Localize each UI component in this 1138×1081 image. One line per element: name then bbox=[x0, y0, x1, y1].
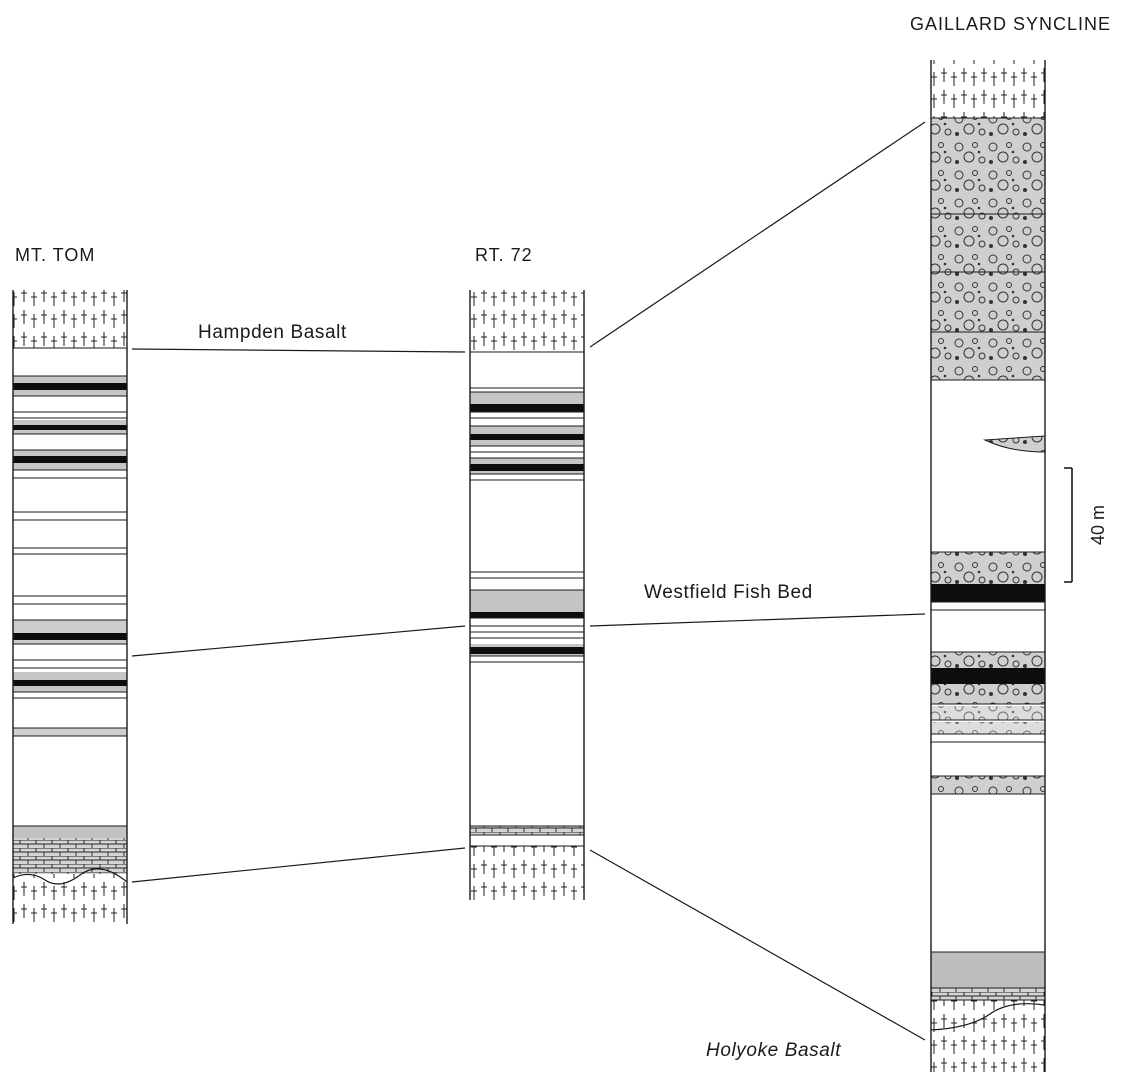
gaillard-gray-mudstone-band bbox=[931, 952, 1045, 988]
rt-72-gray-mudstone-band bbox=[470, 590, 584, 612]
gaillard-black-shale-bed bbox=[931, 584, 1045, 602]
gaillard-black-shale-bed bbox=[931, 668, 1045, 684]
rt-72-black-shale-bed bbox=[470, 434, 584, 440]
gaillard-conglomerate-unit bbox=[931, 652, 1045, 668]
correlation-line-holyoke bbox=[131, 847, 466, 883]
rt-72-limestone-unit bbox=[470, 826, 584, 835]
column-title-rt-72: RT. 72 bbox=[475, 245, 533, 265]
mt-tom-gray-mudstone-band bbox=[13, 826, 127, 838]
label-holyoke-basalt: Holyoke Basalt bbox=[706, 1040, 841, 1061]
correlation-line-hampden bbox=[131, 348, 466, 353]
mt-tom-basalt-contact bbox=[12, 868, 128, 885]
mt-tom-black-shale-bed bbox=[13, 456, 127, 463]
correlation-line-hampden-gaillard bbox=[589, 121, 926, 348]
scale-bar-label: 40 m bbox=[1088, 505, 1108, 545]
mt-tom-black-shale-bed bbox=[13, 383, 127, 390]
gaillard-basalt-top-unit bbox=[931, 60, 1045, 118]
column-gaillard-syncline bbox=[930, 60, 1046, 1072]
column-rt-72 bbox=[469, 290, 585, 900]
gaillard-bedding-lines bbox=[931, 117, 1045, 1001]
gaillard-conglomerate-unit bbox=[931, 272, 1045, 332]
gaillard-holyoke-basalt-unit bbox=[931, 1000, 1045, 1072]
correlation-line-westfield-gaillard bbox=[589, 613, 926, 627]
column-title-mt-tom: MT. TOM bbox=[15, 245, 95, 265]
correlation-lines bbox=[131, 121, 926, 1041]
gaillard-conglomerate-unit bbox=[931, 684, 1045, 704]
rt-72-black-shale-bed bbox=[470, 404, 584, 412]
column-mt-tom bbox=[12, 290, 128, 924]
correlation-line-westfield bbox=[131, 625, 466, 657]
gaillard-conglomerate-unit bbox=[931, 706, 1045, 720]
mt-tom-bedding-lines bbox=[13, 347, 127, 827]
mt-tom-holyoke-basalt-unit bbox=[13, 874, 127, 924]
rt-72-black-shale-bed bbox=[470, 464, 584, 471]
mt-tom-hampden-basalt-unit bbox=[13, 290, 127, 348]
mt-tom-black-shale-bed bbox=[13, 633, 127, 640]
gaillard-conglomerate-unit bbox=[931, 722, 1045, 734]
mt-tom-black-shale-bed bbox=[13, 680, 127, 686]
rt-72-holyoke-basalt-unit bbox=[470, 846, 584, 900]
gaillard-limestone-unit bbox=[931, 988, 1045, 1000]
label-westfield-fish-bed: Westfield Fish Bed bbox=[644, 582, 813, 603]
correlation-line-holyoke-gaillard bbox=[589, 849, 926, 1041]
mt-tom-gray-mudstone-band bbox=[13, 728, 127, 736]
gaillard-conglomerate-unit bbox=[931, 552, 1045, 584]
gaillard-conglomerate-unit bbox=[931, 332, 1045, 380]
gaillard-basalt-contact bbox=[930, 1003, 1046, 1031]
scale-bar bbox=[1064, 467, 1073, 583]
gaillard-conglomerate-unit bbox=[931, 214, 1045, 272]
gaillard-conglomerate-unit bbox=[931, 118, 1045, 214]
rt-72-bedding-lines bbox=[470, 351, 584, 663]
mt-tom-limestone-unit bbox=[13, 838, 127, 874]
gaillard-conglomerate-lens bbox=[983, 435, 1046, 453]
rt-72-black-shale-bed bbox=[470, 647, 584, 654]
mt-tom-black-shale-bed bbox=[13, 425, 127, 430]
column-title-gaillard-syncline: GAILLARD SYNCLINE bbox=[910, 14, 1111, 34]
mt-tom-gray-mudstone-band bbox=[13, 620, 127, 644]
label-hampden-basalt: Hampden Basalt bbox=[198, 322, 347, 343]
rt-72-black-shale-bed bbox=[470, 612, 584, 618]
gaillard-conglomerate-unit bbox=[931, 776, 1045, 794]
rt-72-hampden-basalt-unit bbox=[470, 290, 584, 352]
